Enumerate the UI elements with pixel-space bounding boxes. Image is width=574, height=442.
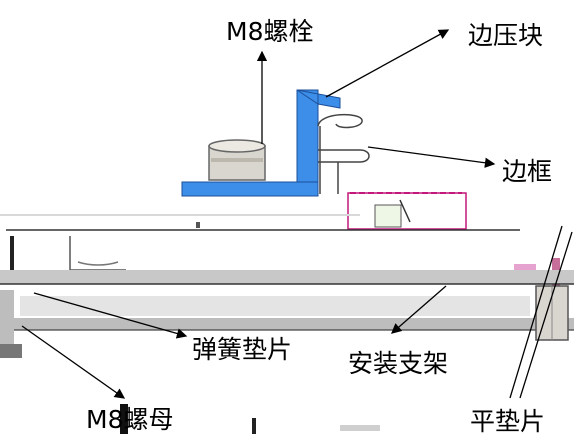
label-m8-nut: M8螺母 [86, 405, 174, 434]
bolt-head [208, 139, 266, 181]
leader-bracket [391, 285, 447, 334]
label-mounting-bracket: 安装支架 [348, 349, 449, 378]
leader-flat-washer-b [519, 231, 573, 399]
label-spring-washer: 弹簧垫片 [192, 335, 293, 364]
edge-clamp [181, 89, 341, 197]
frame-lower-section [347, 192, 467, 230]
label-flat-washer: 平垫片 [470, 407, 546, 436]
label-frame: 边框 [502, 157, 553, 186]
leader-frame [367, 146, 496, 168]
leader-clamp [325, 29, 450, 98]
leader-nut [21, 325, 126, 399]
label-m8-bolt: M8螺栓 [226, 17, 314, 46]
left-hardware [0, 290, 380, 434]
label-edge-clamp: 边压块 [468, 21, 544, 50]
leader-flat-washer-a [509, 225, 563, 399]
leader-spring-washer [33, 292, 188, 339]
mounting-bracket [0, 229, 574, 331]
module-frame [317, 113, 370, 194]
